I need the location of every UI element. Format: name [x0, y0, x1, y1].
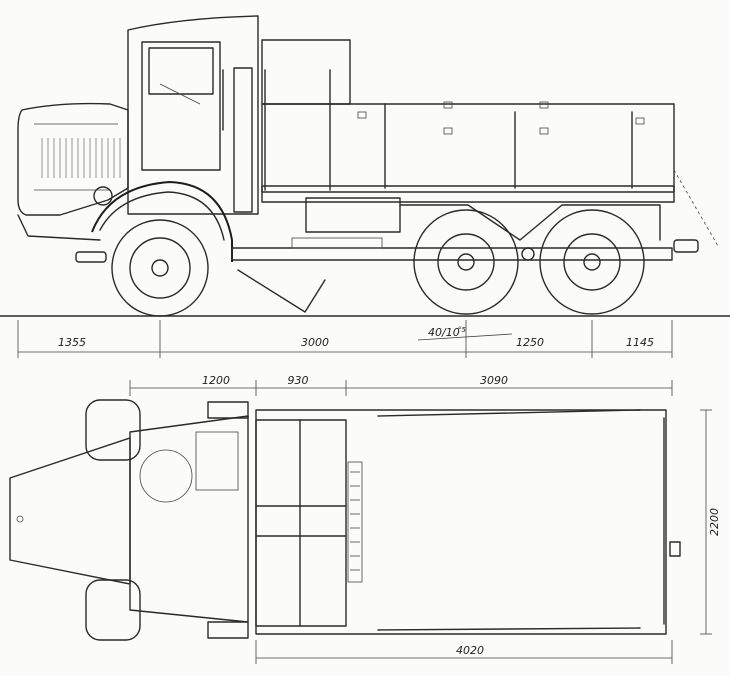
- spare-wheel-outline: [139, 449, 193, 503]
- top-dimension-lines: [129, 380, 712, 664]
- rear-tire-2: [539, 209, 645, 315]
- bogie-frame: [399, 204, 661, 241]
- dim-cab-length: 1200: [202, 374, 230, 387]
- hood-panel-lines: [34, 123, 118, 191]
- front-hub: [151, 259, 169, 277]
- top-rail-right: [377, 627, 641, 631]
- cargo-bed-floor: [261, 185, 675, 203]
- step-plate: [291, 237, 383, 249]
- ladder-rungs: [347, 461, 363, 583]
- top-view: [9, 380, 712, 664]
- bed-hinges: [357, 101, 645, 135]
- front-rim: [129, 237, 191, 299]
- side-dimension-lines: [17, 320, 673, 358]
- headlamp: [93, 186, 113, 206]
- rear-tire-1: [413, 209, 519, 315]
- rear-hub-1: [457, 253, 475, 271]
- cargo-bed-top: [255, 409, 667, 635]
- top-rail-left: [377, 409, 641, 417]
- rear-bumper: [673, 239, 699, 253]
- tailboard-swing-line: [673, 169, 719, 247]
- dimension-labels: 1355 3000 1250 1145 40/10 °5 1200 930 30…: [58, 326, 721, 657]
- chassis-frame: [231, 247, 673, 261]
- dim-rear-overhang: 1145: [626, 336, 654, 349]
- front-fender-top-left: [207, 401, 249, 419]
- frame-top: [255, 419, 347, 627]
- cab-roof-hatch: [195, 431, 239, 491]
- side-step: [237, 269, 326, 313]
- dim-bogie-spacing: 1250: [516, 336, 544, 349]
- rear-hub-2: [583, 253, 601, 271]
- bogie-pivot: [521, 247, 535, 261]
- hood-louvers: [41, 138, 121, 178]
- front-bumper: [75, 251, 107, 263]
- cab-window: [148, 47, 214, 95]
- dim-front-overhang: 1355: [58, 336, 86, 349]
- cab-rear-post: [233, 67, 253, 213]
- dim-total-bed-length: 4020: [456, 644, 484, 657]
- radiator-cap: [16, 515, 24, 523]
- dim-bed-length: 3090: [480, 374, 508, 387]
- engine-hood: [17, 102, 129, 216]
- cargo-bed-side: [261, 103, 675, 193]
- cab-body: [127, 15, 259, 215]
- window-shade-line: [159, 83, 201, 105]
- front-tire: [111, 219, 209, 317]
- cab-top: [129, 415, 249, 623]
- dim-slope: 40/10: [428, 326, 460, 339]
- rear-rim-2: [563, 233, 621, 291]
- front-tire-top-right: [85, 579, 141, 641]
- front-board: [261, 39, 351, 105]
- dim-gap-length: 930: [288, 374, 309, 387]
- rear-hook-top: [669, 541, 681, 557]
- side-toolbox: [305, 197, 401, 233]
- rear-rim-1: [437, 233, 495, 291]
- side-view: [0, 15, 730, 358]
- front-fender-top-right: [207, 621, 249, 639]
- front-tire-top-left: [85, 399, 141, 461]
- dim-wheelbase-front: 3000: [301, 336, 329, 349]
- dim-slope-sup: °5: [458, 326, 467, 334]
- dim-width: 2200: [708, 508, 721, 536]
- front-bumper-frame: [17, 214, 101, 241]
- front-fender: [91, 180, 233, 262]
- fender-inner-line: [99, 191, 225, 241]
- cab-door: [141, 41, 221, 171]
